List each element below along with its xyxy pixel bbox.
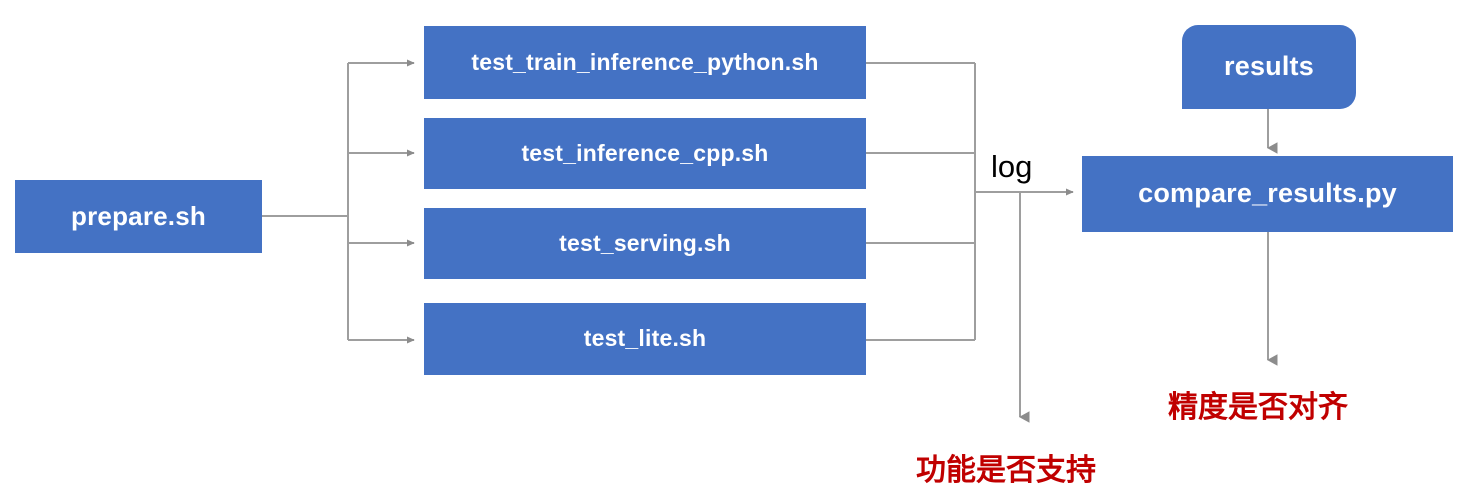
node-compare-results-py-label: compare_results.py xyxy=(1138,178,1397,209)
node-results-label: results xyxy=(1224,51,1314,82)
node-compare-results-py[interactable]: compare_results.py xyxy=(1082,156,1453,232)
note-function-supported: 功能是否支持 xyxy=(916,454,1096,487)
node-test-inference-cpp-sh-label: test_inference_cpp.sh xyxy=(521,139,769,166)
note-precision-aligned: 精度是否对齐 xyxy=(1168,391,1348,424)
node-results[interactable]: results xyxy=(1182,25,1356,109)
node-test-serving-sh-label: test_serving.sh xyxy=(559,229,731,256)
node-test-inference-cpp-sh[interactable]: test_inference_cpp.sh xyxy=(424,118,866,189)
node-prepare-sh-label: prepare.sh xyxy=(71,201,206,232)
node-test-train-inference-python-sh-label: test_train_inference_python.sh xyxy=(471,48,819,75)
node-test-lite-sh-label: test_lite.sh xyxy=(583,325,707,352)
node-test-serving-sh[interactable]: test_serving.sh xyxy=(424,208,866,279)
node-prepare-sh[interactable]: prepare.sh xyxy=(15,180,262,253)
edge-label-log: log xyxy=(991,149,1033,184)
node-test-train-inference-python-sh[interactable]: test_train_inference_python.sh xyxy=(424,26,866,99)
node-test-lite-sh[interactable]: test_lite.sh xyxy=(424,303,866,375)
